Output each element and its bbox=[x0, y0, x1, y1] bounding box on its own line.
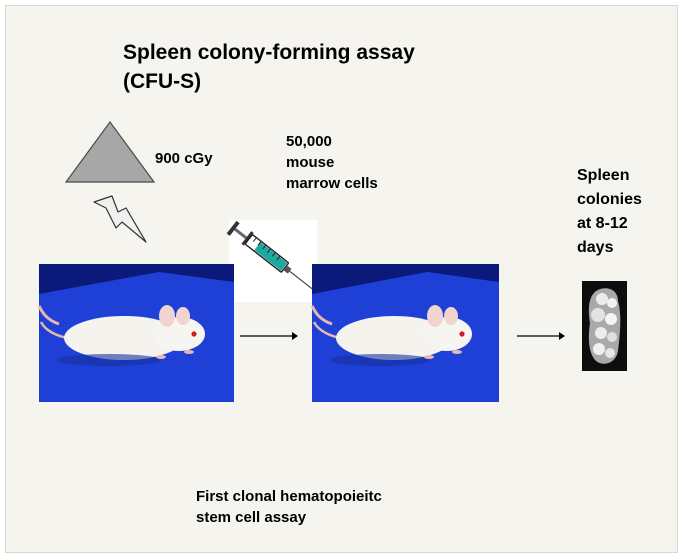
injected-cells-label: 50,000 mouse marrow cells bbox=[286, 131, 378, 194]
colonies-line-2: colonies bbox=[577, 191, 642, 208]
spleen-colonies-photo bbox=[582, 281, 627, 371]
spleen-colonies-label: Spleen colonies at 8-12 days bbox=[577, 164, 642, 260]
title-line-1: Spleen colony-forming assay bbox=[123, 41, 415, 64]
mouse-photo-injected bbox=[310, 264, 499, 402]
title-line-2: (CFU-S) bbox=[123, 70, 202, 93]
radiation-dose-label: 900 cGy bbox=[155, 150, 213, 167]
cells-line-2: mouse bbox=[286, 154, 335, 171]
cells-line-3: marrow cells bbox=[286, 175, 378, 192]
diagram-title: Spleen colony-forming assay (CFU-S) bbox=[123, 38, 415, 96]
colonies-line-3: at 8-12 bbox=[577, 215, 628, 232]
footer-caption: First clonal hematopoieitc stem cell ass… bbox=[196, 486, 382, 528]
arrow-right-1 bbox=[240, 332, 298, 340]
footer-line-1: First clonal hematopoieitc bbox=[196, 488, 382, 505]
lightning-bolt-icon bbox=[93, 195, 147, 243]
cells-line-1: 50,000 bbox=[286, 133, 332, 150]
mouse-photo-irradiated bbox=[37, 264, 234, 402]
colonies-line-1: Spleen bbox=[577, 167, 630, 184]
footer-line-2: stem cell assay bbox=[196, 509, 307, 526]
radiation-triangle-icon bbox=[64, 120, 156, 183]
colonies-line-4: days bbox=[577, 239, 614, 256]
syringe-icon bbox=[226, 220, 320, 302]
arrow-right-2 bbox=[517, 332, 565, 340]
